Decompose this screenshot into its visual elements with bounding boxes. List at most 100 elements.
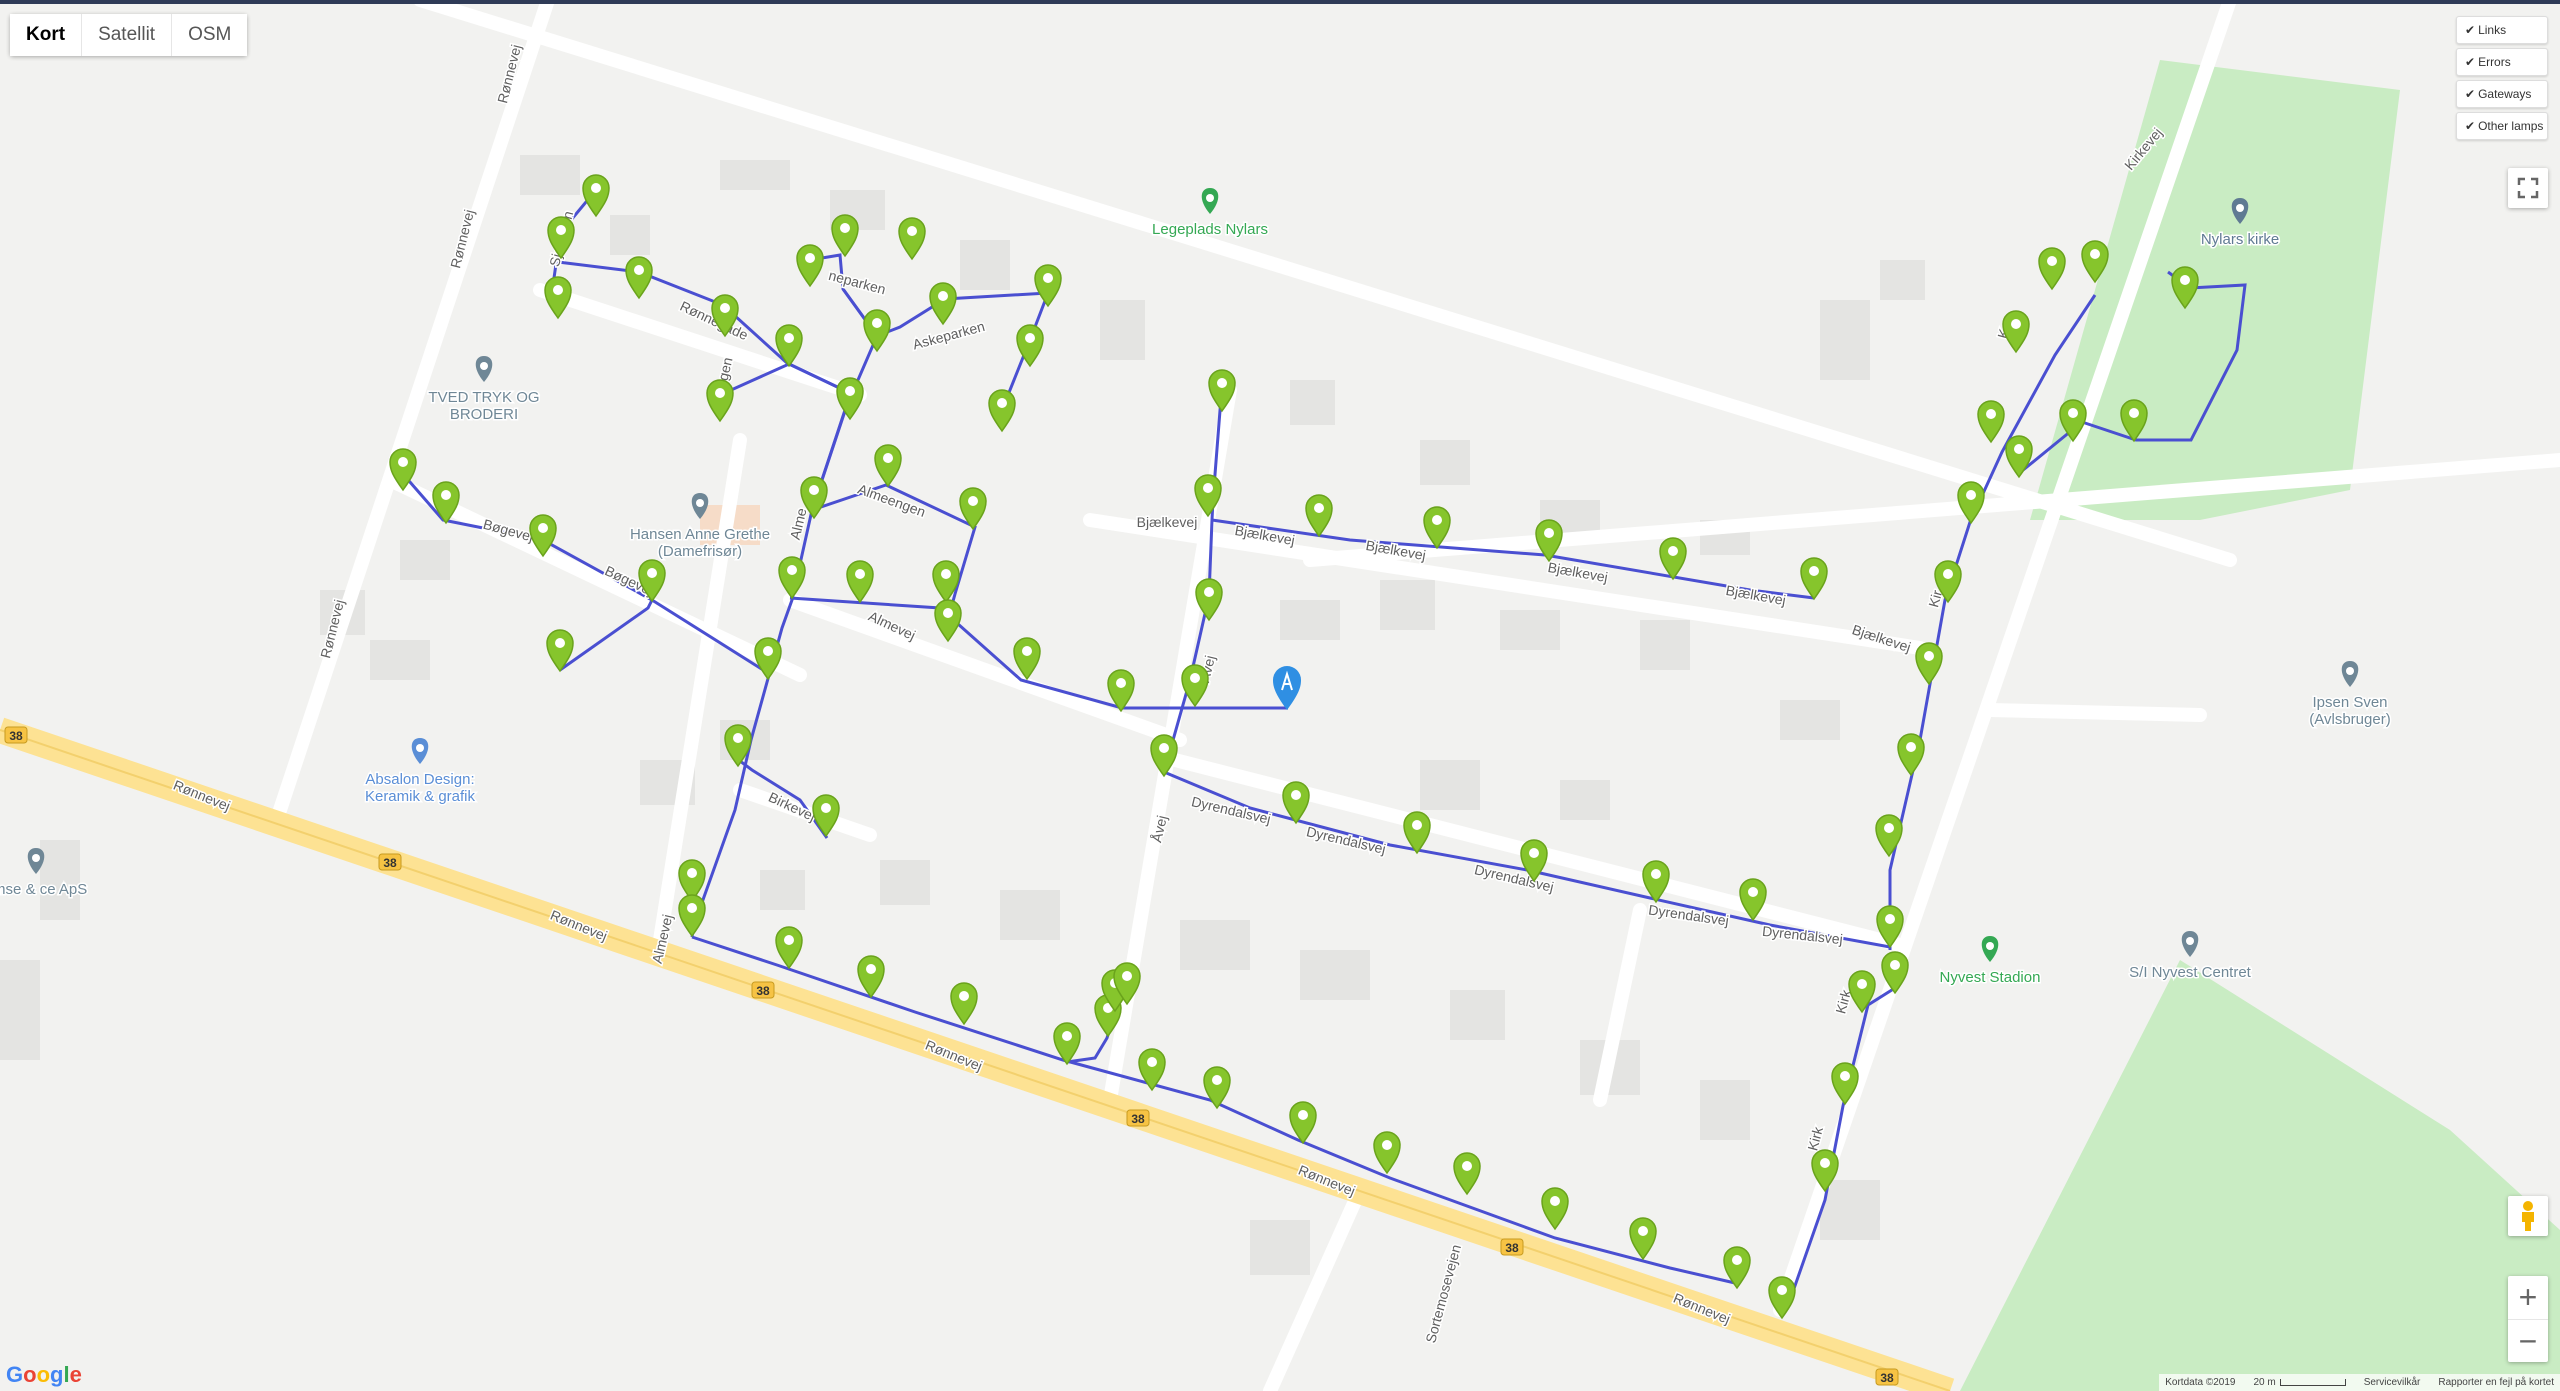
lamp-marker-icon[interactable] [678, 859, 706, 903]
zoom-in-button[interactable]: + [2518, 1279, 2538, 1315]
lamp-marker-icon[interactable] [831, 214, 859, 258]
lamp-marker-icon[interactable] [1453, 1152, 1481, 1196]
map-type-satellit-button[interactable]: Satellit [81, 14, 172, 56]
lamp-marker-icon[interactable] [863, 309, 891, 353]
pin-icon[interactable]: Ipsen Sven(Avlsbruger) [2308, 661, 2392, 730]
layer-toggle-gateways[interactable]: ✔Gateways [2456, 80, 2548, 108]
lamp-marker-icon[interactable] [1800, 557, 1828, 601]
lamp-marker-icon[interactable] [932, 560, 960, 604]
lamp-marker-icon[interactable] [1659, 537, 1687, 581]
lamp-marker-icon[interactable] [547, 216, 575, 260]
lamp-marker-icon[interactable] [1203, 1066, 1231, 1110]
lamp-marker-icon[interactable] [546, 629, 574, 673]
pin-icon[interactable]: Hansen Anne Grethe(Damefrisør) [628, 493, 772, 562]
lamp-marker-icon[interactable] [1113, 962, 1141, 1006]
lamp-marker-icon[interactable] [874, 444, 902, 488]
lamp-marker-icon[interactable] [2171, 266, 2199, 310]
lamp-marker-icon[interactable] [1150, 734, 1178, 778]
map-type-kort-button[interactable]: Kort [10, 14, 82, 56]
lamp-marker-icon[interactable] [2005, 435, 2033, 479]
lamp-marker-icon[interactable] [898, 217, 926, 261]
lamp-marker-icon[interactable] [706, 379, 734, 423]
lamp-marker-icon[interactable] [1053, 1022, 1081, 1066]
lamp-marker-icon[interactable] [754, 637, 782, 681]
lamp-marker-icon[interactable] [846, 560, 874, 604]
layer-toggle-links[interactable]: ✔Links [2456, 16, 2548, 44]
lamp-marker-icon[interactable] [1831, 1062, 1859, 1106]
church-icon[interactable]: Nylars kirke [2199, 198, 2281, 250]
lamp-marker-icon[interactable] [1811, 1149, 1839, 1193]
lamp-marker-icon[interactable] [2002, 310, 2030, 354]
lamp-marker-icon[interactable] [1305, 494, 1333, 538]
street-view-pegman-button[interactable] [2508, 1196, 2548, 1236]
report-error-link[interactable]: Rapporter en fejl på kortet [2438, 1377, 2554, 1388]
lamp-marker-icon[interactable] [1195, 578, 1223, 622]
lamp-marker-icon[interactable] [1876, 905, 1904, 949]
lamp-marker-icon[interactable] [1138, 1048, 1166, 1092]
lamp-marker-icon[interactable] [432, 481, 460, 525]
lamp-marker-icon[interactable] [1403, 811, 1431, 855]
lamp-marker-icon[interactable] [1934, 560, 1962, 604]
lamp-marker-icon[interactable] [959, 487, 987, 531]
lamp-marker-icon[interactable] [1642, 860, 1670, 904]
shop-icon[interactable]: Absalon Design:Keramik & grafik [363, 738, 477, 807]
lamp-marker-icon[interactable] [1535, 519, 1563, 563]
lamp-marker-icon[interactable] [1541, 1187, 1569, 1231]
zoom-out-button[interactable]: − [2508, 1319, 2548, 1363]
lamp-marker-icon[interactable] [1107, 669, 1135, 713]
lamp-marker-icon[interactable] [1768, 1276, 1796, 1320]
lamp-marker-icon[interactable] [1875, 814, 1903, 858]
lamp-marker-icon[interactable] [1423, 506, 1451, 550]
lamp-marker-icon[interactable] [678, 894, 706, 938]
lamp-marker-icon[interactable] [857, 955, 885, 999]
lamp-marker-icon[interactable] [1881, 951, 1909, 995]
lamp-marker-icon[interactable] [1373, 1131, 1401, 1175]
fullscreen-button[interactable] [2508, 168, 2548, 208]
lamp-marker-icon[interactable] [1282, 781, 1310, 825]
lamp-marker-icon[interactable] [836, 377, 864, 421]
lamp-marker-icon[interactable] [625, 256, 653, 300]
lamp-marker-icon[interactable] [812, 794, 840, 838]
lamp-marker-icon[interactable] [988, 389, 1016, 433]
lamp-marker-icon[interactable] [1897, 733, 1925, 777]
lamp-marker-icon[interactable] [2038, 247, 2066, 291]
lamp-marker-icon[interactable] [1181, 664, 1209, 708]
lamp-marker-icon[interactable] [778, 556, 806, 600]
lamp-marker-icon[interactable] [1957, 481, 1985, 525]
lamp-marker-icon[interactable] [775, 926, 803, 970]
sport-icon[interactable]: Nyvest Stadion [1938, 936, 2042, 988]
lamp-marker-icon[interactable] [2059, 399, 2087, 443]
pin-icon[interactable]: emse & ce ApS [0, 848, 89, 900]
gateway-marker[interactable] [1273, 666, 1301, 710]
map-type-osm-button[interactable]: OSM [171, 14, 248, 56]
lamp-marker-icon[interactable] [529, 514, 557, 558]
lamp-marker-icon[interactable] [800, 476, 828, 520]
lamp-marker-icon[interactable] [1739, 878, 1767, 922]
lamp-marker-icon[interactable] [1194, 474, 1222, 518]
lamp-marker-icon[interactable] [582, 174, 610, 218]
lamp-marker-icon[interactable] [724, 724, 752, 768]
lamp-marker-icon[interactable] [1915, 642, 1943, 686]
lamp-marker-icon[interactable] [1013, 637, 1041, 681]
lamp-marker-icon[interactable] [1629, 1217, 1657, 1261]
terms-link[interactable]: Servicevilkår [2363, 1377, 2421, 1388]
lamp-marker-icon[interactable] [2081, 240, 2109, 284]
lamp-marker-icon[interactable] [1016, 324, 1044, 368]
lamp-marker-icon[interactable] [1723, 1246, 1751, 1290]
lamp-marker-icon[interactable] [711, 294, 739, 338]
lamp-marker-icon[interactable] [1848, 970, 1876, 1014]
lamp-marker-icon[interactable] [934, 599, 962, 643]
pin-icon[interactable]: S/I Nyvest Centret [2128, 931, 2253, 983]
lamp-marker-icon[interactable] [950, 982, 978, 1026]
layer-toggle-errors[interactable]: ✔Errors [2456, 48, 2548, 76]
lamp-marker-icon[interactable] [796, 244, 824, 288]
lamp-marker-icon[interactable] [775, 324, 803, 368]
lamp-marker-icon[interactable] [1977, 400, 2005, 444]
lamp-marker-icon[interactable] [2120, 399, 2148, 443]
layer-toggle-other-lamps[interactable]: ✔Other lamps [2456, 112, 2548, 140]
lamp-marker-icon[interactable] [638, 559, 666, 603]
lamp-marker-icon[interactable] [544, 276, 572, 320]
map-scale[interactable]: 20 m [2253, 1377, 2346, 1388]
